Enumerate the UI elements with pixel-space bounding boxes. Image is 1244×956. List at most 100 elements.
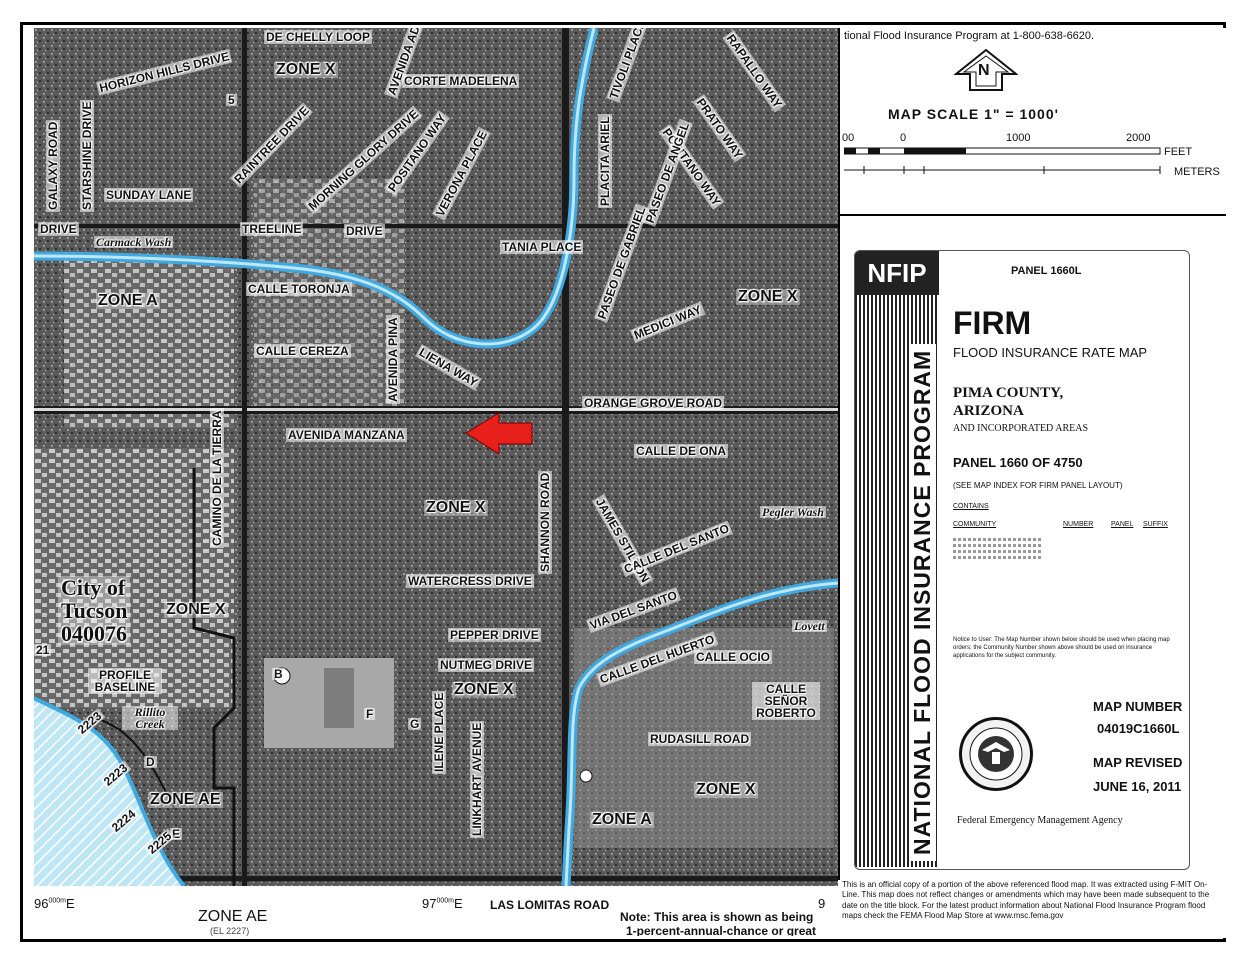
zone-label: ZONE X <box>736 288 800 305</box>
scale-bars <box>844 147 1161 174</box>
zone-ae-label: ZONE AE <box>198 908 268 925</box>
street-label: AVENIDA PINA <box>386 315 400 404</box>
incorporated-areas: AND INCORPORATED AREAS <box>953 423 1089 434</box>
wash-label: Carmack Wash <box>94 235 174 249</box>
wash-label: Rillito Creek <box>122 706 178 730</box>
zone-label: ZONE X <box>424 499 488 516</box>
street-label: PLACITA ARIEL <box>598 114 612 208</box>
las-lomitas-road-label: LAS LOMITAS ROAD <box>490 898 610 912</box>
shannon-road-line <box>562 28 569 886</box>
street-label: CAMINO DE LA TIERRA <box>210 408 224 548</box>
street-label: DE CHELLY LOOP <box>264 30 373 44</box>
panel-header: PANEL <box>1111 521 1134 528</box>
street-label: CALLE TORONJA <box>246 282 352 296</box>
treeline-drive-line <box>34 224 838 228</box>
street-label: GALAXY ROAD <box>46 119 60 212</box>
pegler-wash-centerline <box>564 581 838 886</box>
map-number-label: MAP NUMBER <box>1093 699 1183 714</box>
city-name: City of Tucson 040076 <box>58 575 131 647</box>
meters-label: METERS <box>1174 166 1220 178</box>
street-label: NUTMEG DRIVE <box>438 658 535 672</box>
coordinate-label-left: 96000mE <box>34 896 75 911</box>
firm-title-block: NFIP NATIONAL FLOOD INSURANCE PROGRAM PA… <box>854 250 1190 870</box>
zone-ae-floodplain <box>34 698 184 886</box>
feet-label: FEET <box>1164 146 1193 158</box>
wash-label: Lovett <box>792 619 827 633</box>
map-bottom-strip: 96000mE 97000mE 9 ZONE AE (EL 2227) LAS … <box>34 886 838 938</box>
street-label: WATERCRESS DRIVE <box>406 574 534 588</box>
agency-name: Federal Emergency Management Agency <box>957 815 1123 826</box>
scale-tick-2000: 2000 <box>1126 132 1151 144</box>
zone-boundary-line <box>93 717 175 809</box>
zone-label: ZONE X <box>694 781 758 798</box>
street-label: DRIVE <box>38 222 79 236</box>
zone-label: ZONE A <box>96 292 160 309</box>
eagle-icon <box>969 727 1023 781</box>
zone-a-housing <box>64 258 234 428</box>
dhs-seal-icon <box>959 717 1033 791</box>
zone-label: ZONE A <box>590 811 654 828</box>
carmack-wash-centerline <box>34 28 596 346</box>
street-label: LINKHART AVENUE <box>470 720 484 838</box>
cross-section-label: F <box>364 707 376 721</box>
north-letter: N <box>978 62 990 79</box>
street-label: STARSHINE DRIVE <box>80 99 94 212</box>
phone-note: tional Flood Insurance Program at 1-800-… <box>844 30 1095 42</box>
number-header: NUMBER <box>1063 521 1094 528</box>
school-building <box>324 668 354 728</box>
zone-label: ZONE X <box>452 681 516 698</box>
street-label: ILENE PLACE <box>432 690 446 774</box>
map-revised-date: JUNE 16, 2011 <box>1093 779 1182 794</box>
street-label: PROFILE BASELINE <box>88 668 162 694</box>
street-label: AVENIDA MANZANA <box>286 428 407 442</box>
map-marker-label: 5 <box>226 93 237 107</box>
street-label: ORANGE GROVE ROAD <box>582 396 725 410</box>
program-title-vertical: NATIONAL FLOOD INSURANCE PROGRAM <box>909 343 936 861</box>
suffix-header: SUFFIX <box>1143 521 1168 528</box>
street-label: RUDASILL ROAD <box>648 732 752 746</box>
state-name: ARIZONA <box>953 403 1024 419</box>
zone-label: ZONE X <box>164 601 228 618</box>
wash-label: Pegler Wash <box>760 505 826 519</box>
street-label: DRIVE <box>344 224 385 238</box>
see-map-index: (SEE MAP INDEX FOR FIRM PANEL LAYOUT) <box>953 481 1123 490</box>
map-number: 04019C1660L <box>1097 721 1180 736</box>
contains-label: CONTAINS <box>953 503 989 510</box>
vertical-program-title: NATIONAL FLOOD INSURANCE PROGRAM <box>855 301 939 867</box>
coordinate-label-mid: 97000mE <box>422 896 463 911</box>
aerial-map: ZONE X ZONE A ZONE X ZONE X ZONE X ZONE … <box>34 28 838 886</box>
street-label: TANIA PLACE <box>500 240 584 254</box>
zone-ae-elevation: (EL 2227) <box>210 926 250 936</box>
cross-section-label: G <box>408 717 422 731</box>
property-location-arrow <box>465 412 533 455</box>
scale-tick-left: 00 <box>842 132 855 144</box>
north-arrow-icon <box>954 48 1018 91</box>
edge-label: 21 <box>34 643 52 657</box>
city-code: 040076 <box>61 621 127 647</box>
city-line-1: City of <box>61 575 126 600</box>
water-tank-marker <box>579 769 593 783</box>
cross-section-label: B <box>272 667 285 681</box>
street-label: CALLE OCIO <box>694 650 772 664</box>
county-name: PIMA COUNTY, <box>953 385 1064 401</box>
coordinate-label-right: 9 <box>818 896 826 911</box>
scale-tick-0: 0 <box>900 132 907 144</box>
city-limit-boundary <box>192 468 236 886</box>
note-line-1: Note: This area is shown as being <box>620 910 814 924</box>
panel-heading: PANEL 1660L <box>1011 265 1082 277</box>
street-label: CALLE CEREZA <box>254 344 351 358</box>
cross-section-label: D <box>144 755 157 769</box>
street-label: SUNDAY LANE <box>104 188 194 202</box>
city-line-2: Tucson <box>61 598 128 624</box>
title-block-text: PANEL 1660L FIRM FLOOD INSURANCE RATE MA… <box>947 251 1187 867</box>
firm-title: FIRM <box>953 305 1032 341</box>
street-label: CORTE MADELENA <box>402 74 520 88</box>
orange-grove-road-stripe <box>34 408 838 411</box>
street-label: CALLE SEÑOR ROBERTO <box>752 682 820 720</box>
community-header: COMMUNITY <box>953 521 997 528</box>
map-scale-box: tional Flood Insurance Program at 1-800-… <box>840 28 1226 216</box>
map-revised-label: MAP REVISED <box>1093 755 1183 770</box>
disclaimer-text: This is an official copy of a portion of… <box>842 880 1210 921</box>
notice-to-user: Notice to User: The Map Number shown bel… <box>953 637 1170 659</box>
